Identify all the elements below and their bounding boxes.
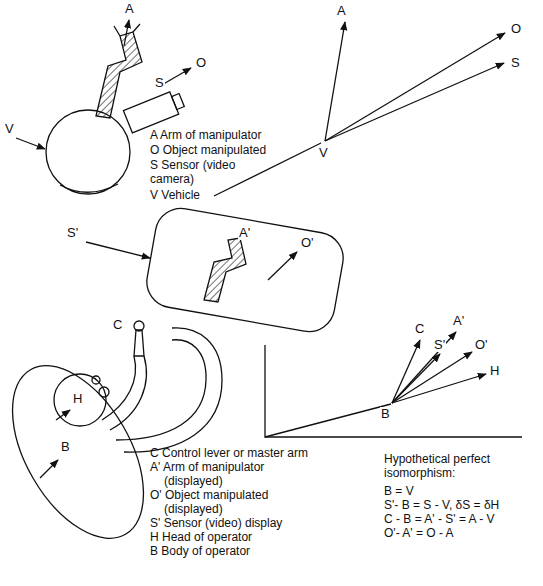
vector-b (265, 404, 391, 437)
equation-text: C - B = A' - S' = A - V (384, 512, 495, 526)
equation-text: O'- A' = O - A (384, 526, 454, 540)
console-arm (116, 328, 222, 452)
key-entry: O Object manipulated (150, 143, 266, 157)
head-vector (56, 410, 70, 420)
vector-letter: H (72, 392, 83, 406)
vector-letter: S' (433, 338, 446, 352)
operator-ear (99, 387, 109, 397)
equation-text: B = V (384, 484, 414, 498)
key-entry: B Body of operator (150, 544, 250, 558)
vector-letter: A' (238, 226, 251, 240)
vector-letter: A (336, 4, 347, 18)
vector-letter: B (60, 440, 71, 454)
vector-letter: V (318, 146, 329, 160)
equation-text: S'- B = S - V, δS = δH (384, 498, 499, 512)
vector-letter: V (4, 122, 15, 136)
vector-letter: S (154, 76, 165, 90)
key-entry: S Sensor (video camera) (150, 158, 250, 186)
operator-ear (92, 376, 100, 384)
vector-letter: B (380, 407, 391, 421)
operator-head (54, 374, 106, 426)
vector-letter: O (510, 22, 522, 36)
vector-a (325, 22, 345, 141)
lever-knob (134, 321, 144, 331)
axes (265, 345, 522, 437)
vector-letter: A' (452, 314, 465, 328)
key-entry: H Head of operator (150, 530, 252, 544)
vector-h (392, 374, 486, 403)
vehicle-body (46, 110, 130, 194)
video-display (143, 204, 347, 335)
displayed-object-vector (268, 252, 297, 280)
vector-letter: O' (474, 338, 489, 352)
vector-letter: O (195, 56, 207, 70)
key-entry: A Arm of manipulator (150, 128, 261, 142)
vector-letter: C (112, 318, 123, 332)
manipulator-arm (96, 32, 142, 118)
camera (123, 89, 186, 133)
key-entry: O' Object manipulated (displayed) (150, 488, 314, 516)
displayed-arm (204, 238, 246, 302)
vector-o-prime (392, 352, 472, 403)
key-entry: V Vehicle (150, 188, 200, 202)
key-entry: S' Sensor (video) display (150, 516, 282, 530)
vector-o (325, 33, 505, 141)
note-text: Hypothetical perfect isomorphism: (384, 452, 509, 480)
vector-letter: S (510, 56, 521, 70)
key-entry: A' Arm of manipulator (displayed) (150, 460, 314, 488)
key-entry: C Control lever or master arm (150, 446, 308, 460)
vector-s (325, 63, 504, 141)
vector-letter: C (414, 322, 425, 336)
vehicle-detail (60, 184, 118, 192)
control-lever (134, 330, 144, 356)
vehicle-vector (16, 138, 45, 149)
arm-vector (124, 20, 129, 46)
operator-arm (102, 356, 146, 430)
vector-letter: O' (300, 236, 315, 250)
body-vector (40, 460, 58, 478)
display-vector (86, 242, 150, 258)
vector-letter: S' (66, 226, 79, 240)
vector-a-prime (392, 332, 456, 403)
vector-letter: A (124, 2, 135, 16)
vector-letter: H (489, 364, 500, 378)
